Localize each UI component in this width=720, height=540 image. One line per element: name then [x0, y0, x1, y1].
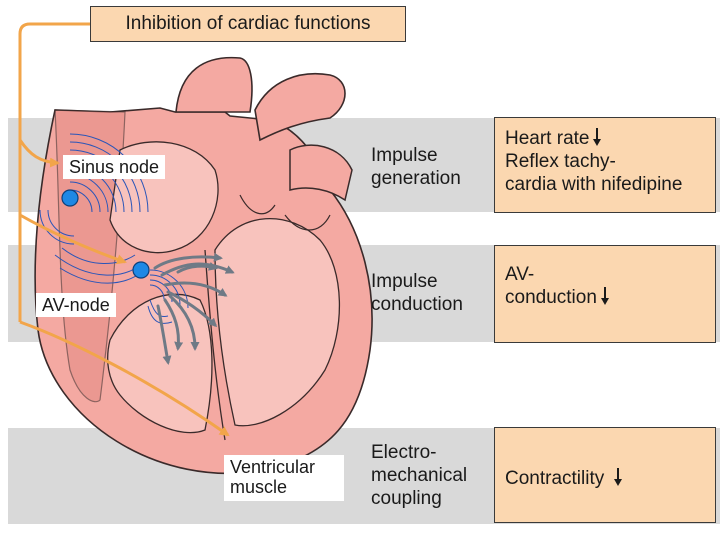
- effect-line: conduction: [505, 286, 715, 309]
- effect-line: Contractility: [505, 467, 715, 490]
- down-arrow-icon: [600, 287, 609, 305]
- down-arrow-icon: [613, 468, 622, 486]
- effect-box-heart-rate: Heart rate Reflex tachy- cardia with nif…: [494, 117, 716, 213]
- function-electromechanical-coupling: Electro- mechanical coupling: [371, 441, 467, 510]
- diagram-title: Inhibition of cardiac functions: [90, 6, 406, 42]
- function-label-line: generation: [371, 168, 461, 189]
- effect-line: Heart rate: [505, 127, 715, 150]
- inhibition-pathways: [18, 22, 230, 437]
- effect-box-contractility: Contractility: [494, 427, 716, 523]
- function-label-line: Electro-: [371, 442, 437, 463]
- ventricular-muscle-label-line: muscle: [230, 477, 288, 497]
- sinus-node-dot: [61, 189, 79, 207]
- av-node-dot: [132, 261, 150, 279]
- function-impulse-conduction: Impulse conduction: [371, 270, 463, 316]
- function-impulse-generation: Impulse generation: [371, 144, 461, 190]
- av-node-label: AV-node: [36, 293, 116, 317]
- effect-line: Reflex tachy-: [505, 151, 616, 172]
- effect-text: conduction: [505, 287, 597, 308]
- effect-text: Contractility: [505, 468, 605, 489]
- effect-line: AV-: [505, 264, 535, 285]
- heart-shape: [34, 56, 373, 475]
- function-label-line: conduction: [371, 294, 463, 315]
- function-label-line: Impulse: [371, 271, 438, 292]
- function-label-line: mechanical: [371, 465, 468, 486]
- ventricular-muscle-label-line: Ventricular: [230, 457, 316, 477]
- effect-box-av-conduction: AV- conduction: [494, 245, 716, 343]
- function-label-line: coupling: [371, 488, 442, 509]
- conduction-arrows: [153, 252, 235, 365]
- down-arrow-icon: [593, 128, 602, 146]
- sinus-node-label: Sinus node: [63, 155, 166, 179]
- effect-text: Heart rate: [505, 128, 590, 149]
- ventricular-muscle-label: Ventricular muscle: [224, 455, 344, 501]
- effect-line: cardia with nifedipine: [505, 174, 683, 195]
- function-label-line: Impulse: [371, 145, 438, 166]
